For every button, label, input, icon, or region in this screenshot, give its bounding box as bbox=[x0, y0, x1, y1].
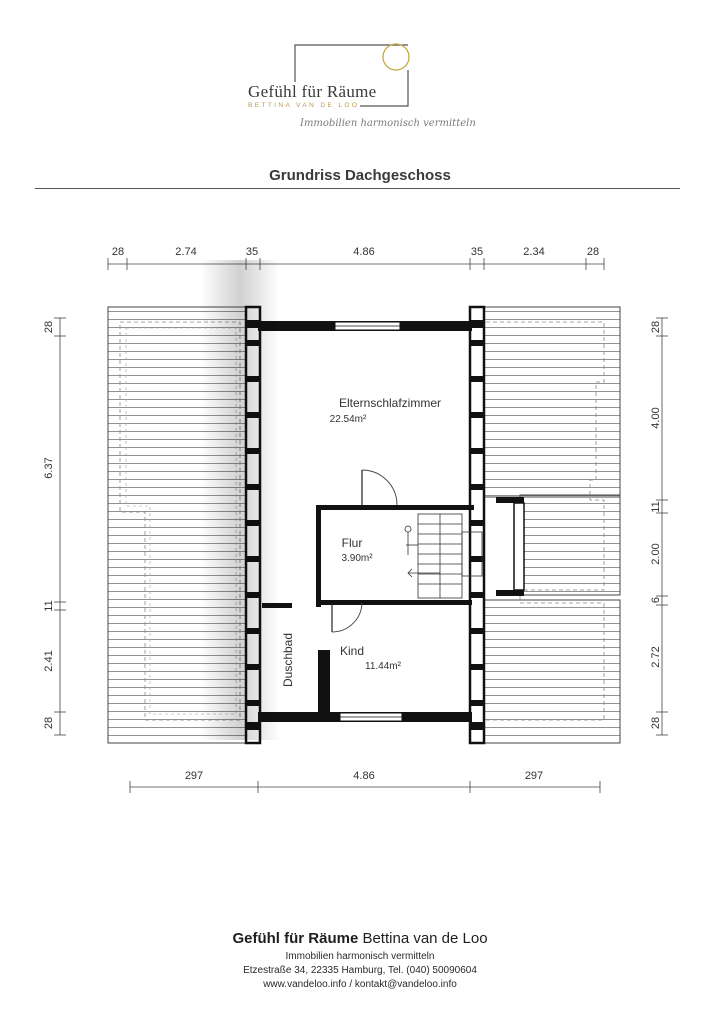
title-divider bbox=[35, 188, 680, 189]
dim-right-6: 2.72 bbox=[650, 646, 662, 667]
door-kind bbox=[331, 602, 363, 633]
room-eltern-name: Elternschlafzimmer bbox=[339, 396, 441, 410]
dim-right-4: 2.00 bbox=[650, 543, 662, 564]
footer-owner: Bettina van de Loo bbox=[358, 930, 488, 947]
room-kind-name: Kind bbox=[340, 644, 364, 658]
dimension-line-top: 28 2.74 35 4.86 35 2.34 28 bbox=[107, 246, 605, 270]
logo-subtitle: BETTINA VAN DE LOO bbox=[248, 102, 360, 109]
footer-address: Etzestraße 34, 22335 Hamburg, Tel. (040)… bbox=[243, 965, 477, 976]
dim-bottom-3: 297 bbox=[525, 770, 543, 782]
dim-left-3: 11 bbox=[43, 600, 55, 611]
room-flur-name: Flur bbox=[342, 536, 363, 550]
dim-top-7: 28 bbox=[587, 246, 599, 258]
wall-right bbox=[468, 305, 486, 745]
dim-top-3: 35 bbox=[246, 246, 258, 258]
dim-top-6: 2.34 bbox=[523, 246, 544, 258]
room-flur-area: 3.90m² bbox=[341, 553, 373, 564]
logo-tagline: Immobilien harmonisch vermitteln bbox=[300, 118, 476, 129]
footer-tagline: Immobilien harmonisch vermitteln bbox=[285, 951, 435, 962]
dim-top-4: 4.86 bbox=[353, 246, 374, 258]
footer-brand: Gefühl für Räume bbox=[232, 930, 359, 947]
interior-walls bbox=[262, 497, 525, 712]
wall-top bbox=[258, 321, 472, 331]
dim-bottom-2: 4.86 bbox=[353, 770, 374, 782]
dim-left-2: 6.37 bbox=[43, 457, 55, 478]
dim-left-1: 28 bbox=[43, 321, 55, 333]
dim-left-5: 28 bbox=[43, 717, 55, 729]
logo-frame bbox=[294, 43, 410, 107]
room-eltern-area: 22.54m² bbox=[330, 414, 367, 425]
dim-top-5: 35 bbox=[471, 246, 483, 258]
dimension-line-bottom: 297 4.86 297 bbox=[129, 770, 601, 793]
staircase bbox=[404, 513, 483, 599]
dim-right-2: 4.00 bbox=[650, 407, 662, 428]
dimension-line-right: 28 4.00 11 2.00 6 2.72 28 bbox=[650, 317, 668, 736]
room-kind-area: 11.44m² bbox=[365, 661, 402, 672]
dim-bottom-1: 297 bbox=[185, 770, 203, 782]
logo-circle-icon bbox=[382, 43, 410, 71]
footer-contact: www.vandeloo.info / kontakt@vandeloo.inf… bbox=[263, 979, 457, 990]
dim-right-5: 6 bbox=[650, 597, 662, 603]
logo-name: Gefühl für Räume bbox=[248, 82, 377, 101]
door-eltern bbox=[361, 469, 398, 506]
dim-right-3: 11 bbox=[650, 501, 662, 512]
scan-shadow bbox=[200, 260, 280, 740]
dim-top-1: 28 bbox=[112, 246, 124, 258]
footer-title: Gefühl für Räume Bettina van de Loo bbox=[0, 930, 720, 947]
plan-title: Grundriss Dachgeschoss bbox=[269, 167, 451, 184]
dimension-line-left: 28 6.37 11 2.41 28 bbox=[43, 317, 66, 736]
dim-left-4: 2.41 bbox=[43, 650, 55, 671]
wall-bottom bbox=[258, 712, 472, 722]
dim-top-2: 2.74 bbox=[175, 246, 196, 258]
room-duschbad-name: Duschbad bbox=[281, 633, 295, 687]
dim-right-1: 28 bbox=[650, 321, 662, 333]
dim-right-7: 28 bbox=[650, 717, 662, 729]
roof-right bbox=[479, 306, 621, 744]
